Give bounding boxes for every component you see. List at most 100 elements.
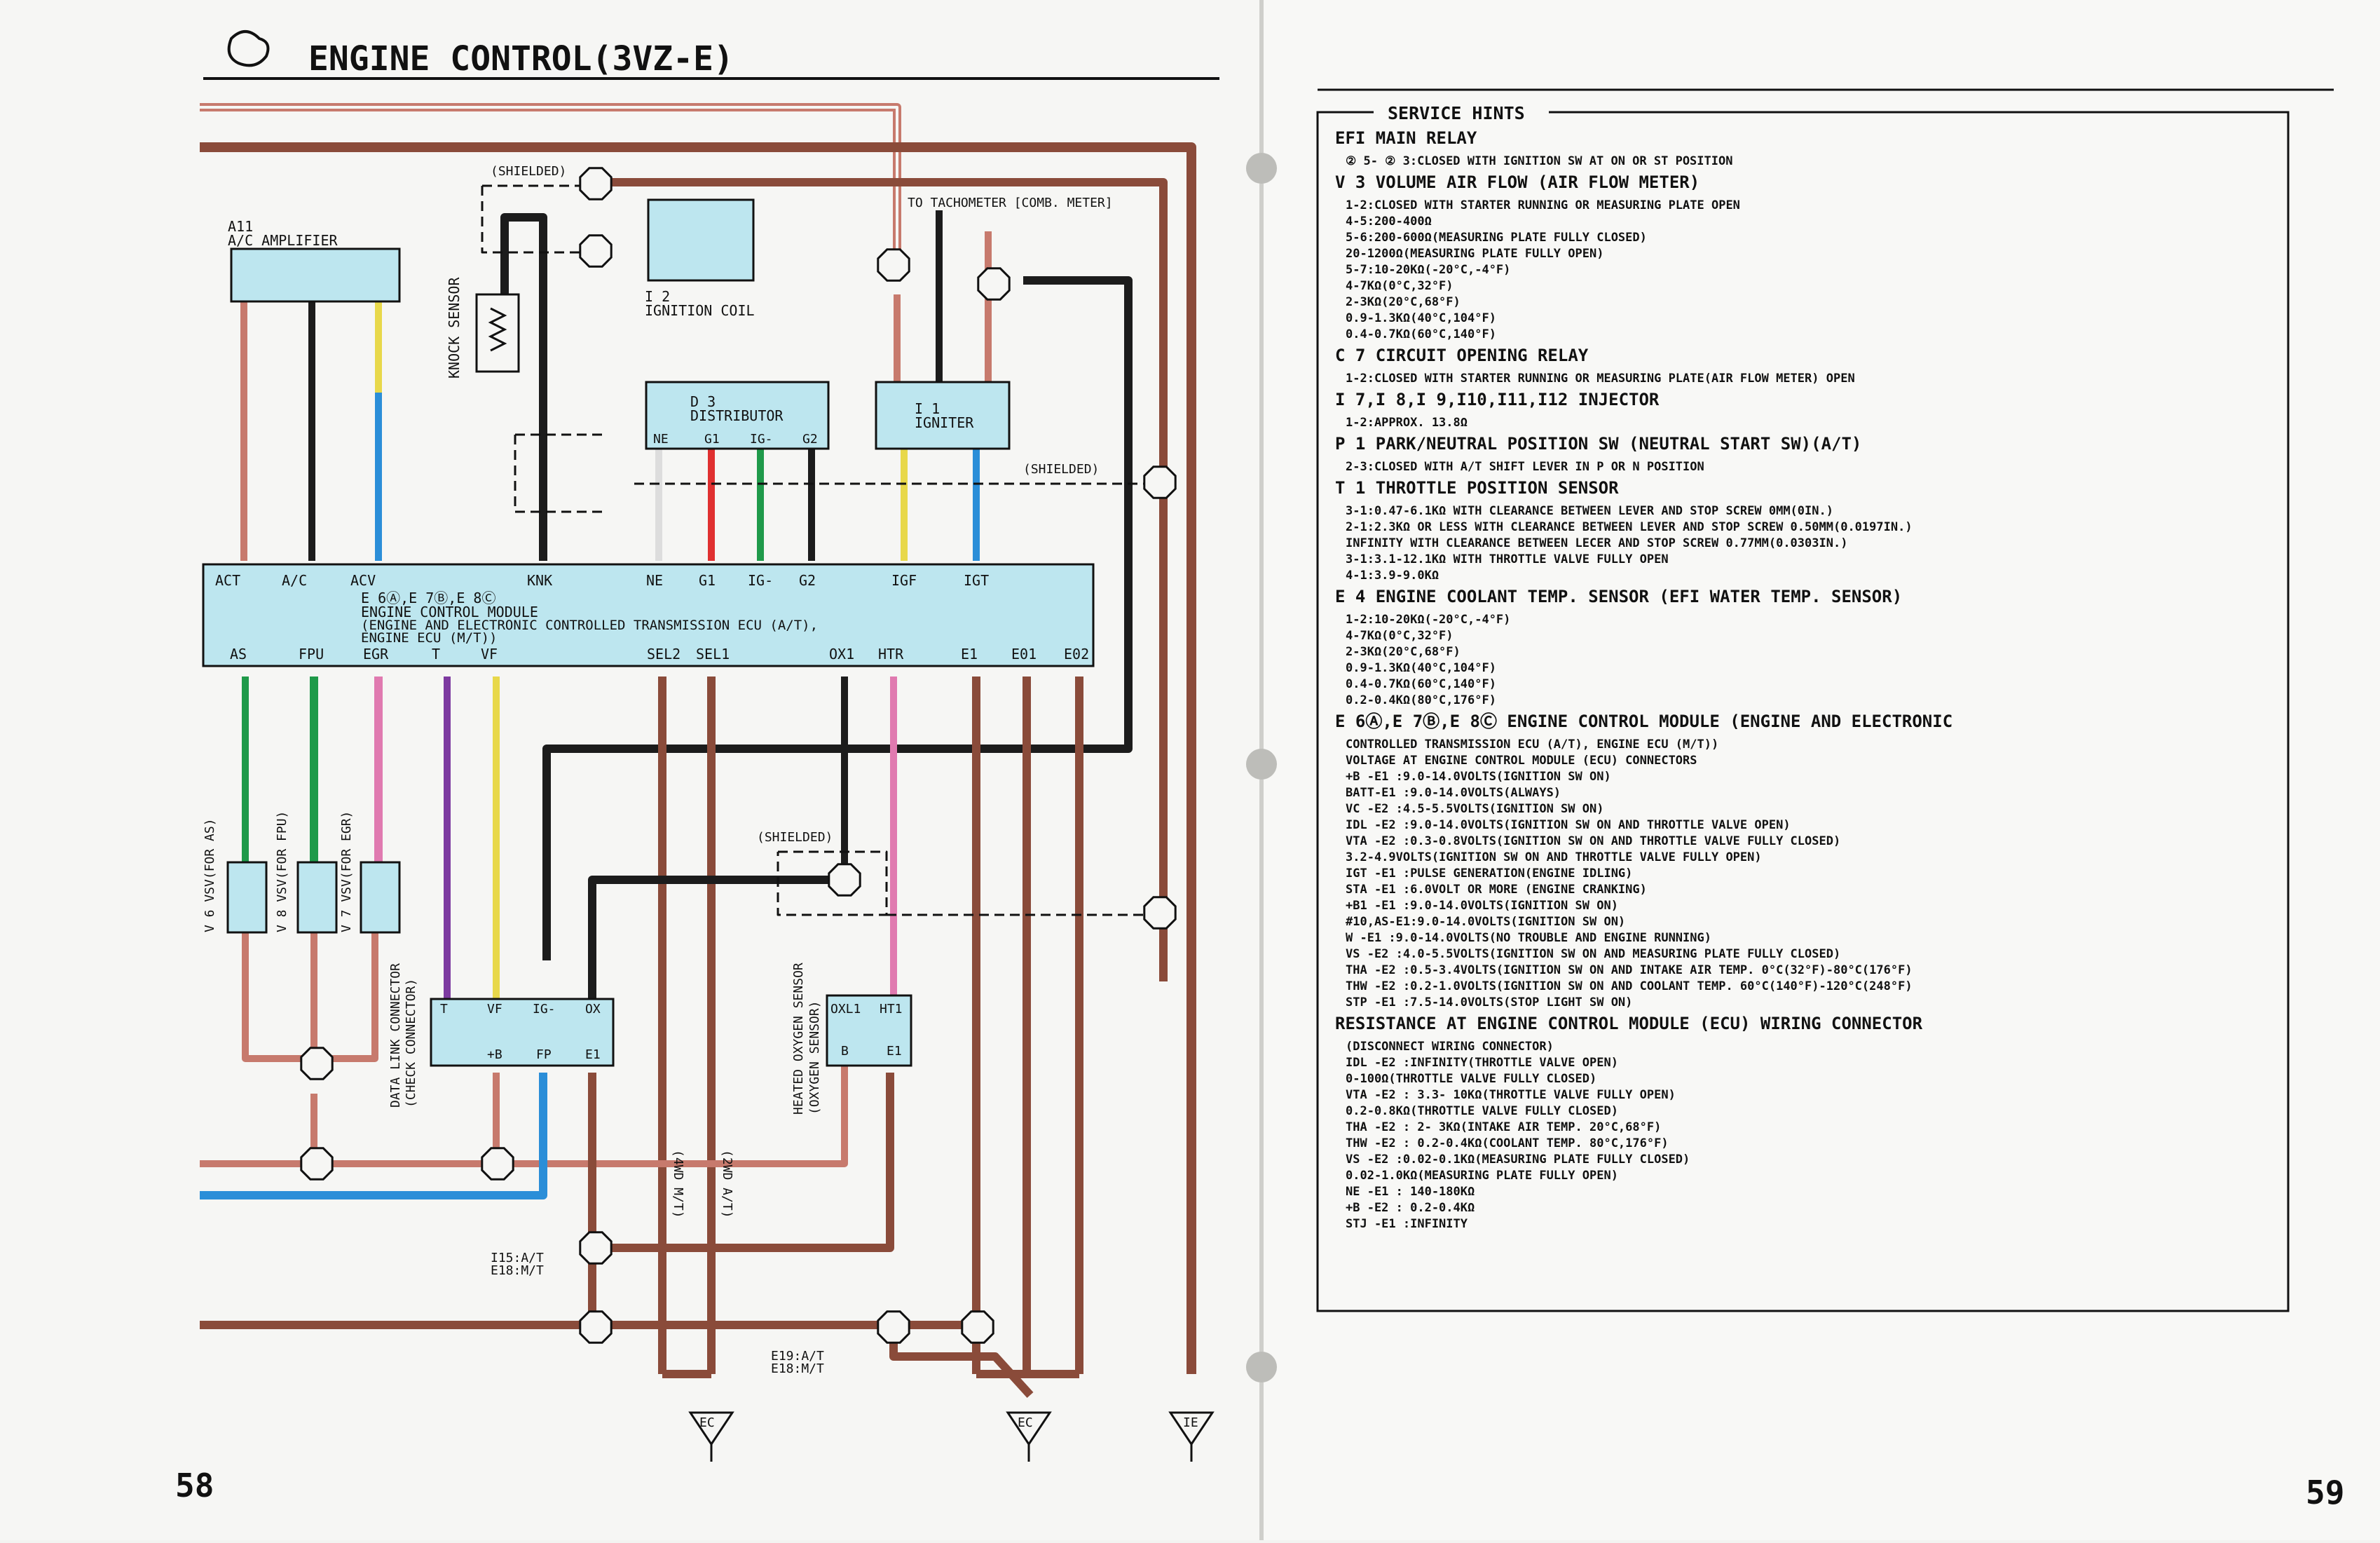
ground-ec-1 — [688, 1411, 734, 1446]
hint-line: 0.2-0.4KΩ(80°C,176°F) — [1346, 693, 1496, 707]
hint-line: 4-7KΩ(0°C,32°F) — [1346, 279, 1454, 293]
ecm-engine-control-module — [202, 563, 1095, 667]
ecm-top-pin: NE — [646, 572, 663, 589]
hint-heading: V 3 VOLUME AIR FLOW (AIR FLOW METER) — [1335, 172, 1699, 192]
v7-vsv-egr — [360, 861, 401, 934]
hint-line: #10,AS-E1:9.0-14.0VOLTS(IGNITION SW ON) — [1346, 915, 1625, 929]
junction-octagon — [579, 234, 613, 268]
ecm-bottom-pin: T — [432, 646, 440, 662]
junction-octagon — [300, 1047, 334, 1080]
a11-name: A/C AMPLIFIER — [228, 232, 338, 249]
components: A11 A/C AMPLIFIER KNOCK SENSOR I 2 IGNIT… — [202, 196, 1113, 1115]
ground-ec-2 — [1006, 1411, 1052, 1446]
hint-line: 3.2-4.9VOLTS(IGNITION SW ON AND THROTTLE… — [1346, 850, 1762, 864]
page-number-right: 59 — [2306, 1474, 2344, 1511]
hint-heading: EFI MAIN RELAY — [1335, 128, 1477, 148]
i2-ref: I 2 — [645, 288, 670, 305]
ground-ie-label: IE — [1183, 1415, 1198, 1430]
wd4-note: (4WD M/T) — [671, 1150, 685, 1218]
ecm-top-pin: KNK — [527, 572, 552, 589]
junction-octagon — [579, 1231, 613, 1265]
junction-connectors — [300, 167, 1177, 1344]
v8-label: V 8 VSV(FOR FPU) — [275, 811, 289, 932]
hint-heading: I 7,I 8,I 9,I10,I11,I12 INJECTOR — [1335, 390, 1660, 409]
ground-ec-2-label: EC — [1018, 1415, 1033, 1430]
h3-name: HEATED OXYGEN SENSOR — [791, 963, 806, 1115]
hint-line: IGT -E1 :PULSE GENERATION(ENGINE IDLING) — [1346, 866, 1632, 881]
hint-line: THA -E2 : 2- 3KΩ(INTAKE AIR TEMP. 20°C,6… — [1346, 1120, 1661, 1134]
hint-line: 4-1:3.9-9.0KΩ — [1346, 569, 1439, 583]
i15-note-2: E18:M/T — [491, 1263, 544, 1278]
hint-line: THA -E2 :0.5-3.4VOLTS(IGNITION SW ON AND… — [1346, 963, 1913, 977]
h3-pin-b: B — [841, 1044, 849, 1059]
e19-note-1: E19:A/T — [771, 1349, 824, 1364]
ecm-bottom-pin: E1 — [961, 646, 978, 662]
junction-octagon — [579, 167, 613, 200]
ecm-bottom-pin: AS — [230, 646, 247, 662]
d3-pin-ig: IG- — [750, 432, 773, 447]
left-page — [0, 0, 1261, 1540]
hint-line: 4-7KΩ(0°C,32°F) — [1346, 629, 1454, 643]
hint-line: VS -E2 :4.0-5.5VOLTS(IGNITION SW ON AND … — [1346, 947, 1840, 961]
hint-line: CONTROLLED TRANSMISSION ECU (A/T), ENGIN… — [1346, 737, 1718, 752]
hint-line: 2-3KΩ(20°C,68°F) — [1346, 295, 1461, 309]
d1-pin-t: T — [440, 1002, 448, 1017]
junction-octagon — [877, 248, 910, 282]
hint-line: VOLTAGE AT ENGINE CONTROL MODULE (ECU) C… — [1346, 754, 1697, 768]
hint-heading: E 6Ⓐ,E 7Ⓑ,E 8Ⓒ ENGINE CONTROL MODULE (EN… — [1335, 712, 1952, 731]
ecm-top-pin: ACT — [215, 572, 240, 589]
hint-line: 1-2:CLOSED WITH STARTER RUNNING OR MEASU… — [1346, 372, 1855, 386]
hint-line: NE -E1 : 140-180KΩ — [1346, 1185, 1475, 1199]
i1-name: IGNITER — [915, 414, 974, 431]
ecm-top-pin: IG- — [748, 572, 773, 589]
ecm-bottom-pin: E02 — [1064, 646, 1089, 662]
hint-heading: T 1 THROTTLE POSITION SENSOR — [1335, 478, 1619, 498]
page-number-left: 58 — [175, 1467, 214, 1504]
d3-name: DISTRIBUTOR — [690, 407, 784, 424]
wire-br-main — [200, 142, 1196, 1374]
ecm-line2: (ENGINE AND ELECTRONIC CONTROLLED TRANSM… — [361, 618, 818, 633]
wire-l — [200, 1073, 547, 1199]
hint-line: 0-100Ω(THROTTLE VALVE FULLY CLOSED) — [1346, 1072, 1596, 1086]
junction-octagon — [977, 267, 1011, 301]
d1-pin-fp: FP — [536, 1047, 552, 1062]
d1-pin-b: +B — [487, 1047, 502, 1062]
hint-line: 0.9-1.3KΩ(40°C,104°F) — [1346, 661, 1496, 675]
hint-line: 5-6:200-600Ω(MEASURING PLATE FULLY CLOSE… — [1346, 231, 1647, 245]
hint-line: 0.02-1.0KΩ(MEASURING PLATE FULLY OPEN) — [1346, 1169, 1618, 1183]
wires — [200, 103, 1196, 1399]
d3-pin-g2: G2 — [802, 432, 818, 447]
hint-line: 0.4-0.7KΩ(60°C,140°F) — [1346, 327, 1496, 341]
service-hints-title-bg — [1374, 102, 1549, 123]
h3-heated-oxygen-sensor — [826, 994, 912, 1067]
ecm-bottom-pin: OX1 — [829, 646, 854, 662]
binder-hole — [1246, 1352, 1277, 1382]
a11-ac-amplifier — [230, 247, 401, 303]
shielded-label-2: (SHIELDED) — [1023, 462, 1099, 477]
hint-line: 1-2:APPROX. 13.8Ω — [1346, 416, 1468, 430]
hint-line: 1-2:10-20KΩ(-20°C,-4°F) — [1346, 613, 1510, 627]
i1-ref: I 1 — [915, 400, 940, 417]
service-hints-title: SERVICE HINTS — [1388, 103, 1525, 123]
ecm-conn: E 6Ⓐ,E 7Ⓑ,E 8Ⓒ — [361, 590, 495, 606]
ecm-bottom-pin: EGR — [363, 646, 389, 662]
hint-line: 20-1200Ω(MEASURING PLATE FULLY OPEN) — [1346, 247, 1603, 261]
h3-pin-ht1: HT1 — [880, 1002, 903, 1017]
junction-octagon — [481, 1147, 514, 1181]
hint-line: THW -E2 : 0.2-0.4KΩ(COOLANT TEMP. 80°C,1… — [1346, 1136, 1669, 1150]
k1-label: KNOCK SENSOR — [446, 277, 463, 379]
e19-note-2: E18:M/T — [771, 1361, 824, 1376]
ecm-bottom-pin: SEL1 — [696, 646, 730, 662]
wd2-note: (2WD A/T) — [720, 1150, 734, 1218]
hint-heading: E 4 ENGINE COOLANT TEMP. SENSOR (EFI WAT… — [1335, 587, 1902, 606]
h3-sub: (OXYGEN SENSOR) — [807, 1000, 822, 1115]
hint-line: BATT-E1 :9.0-14.0VOLTS(ALWAYS) — [1346, 786, 1561, 800]
to-tachometer-label: TO TACHOMETER [COMB. METER] — [908, 196, 1113, 210]
junction-octagon — [877, 1310, 910, 1344]
hint-line: THW -E2 :0.2-1.0VOLTS(IGNITION SW ON AND… — [1346, 979, 1913, 993]
